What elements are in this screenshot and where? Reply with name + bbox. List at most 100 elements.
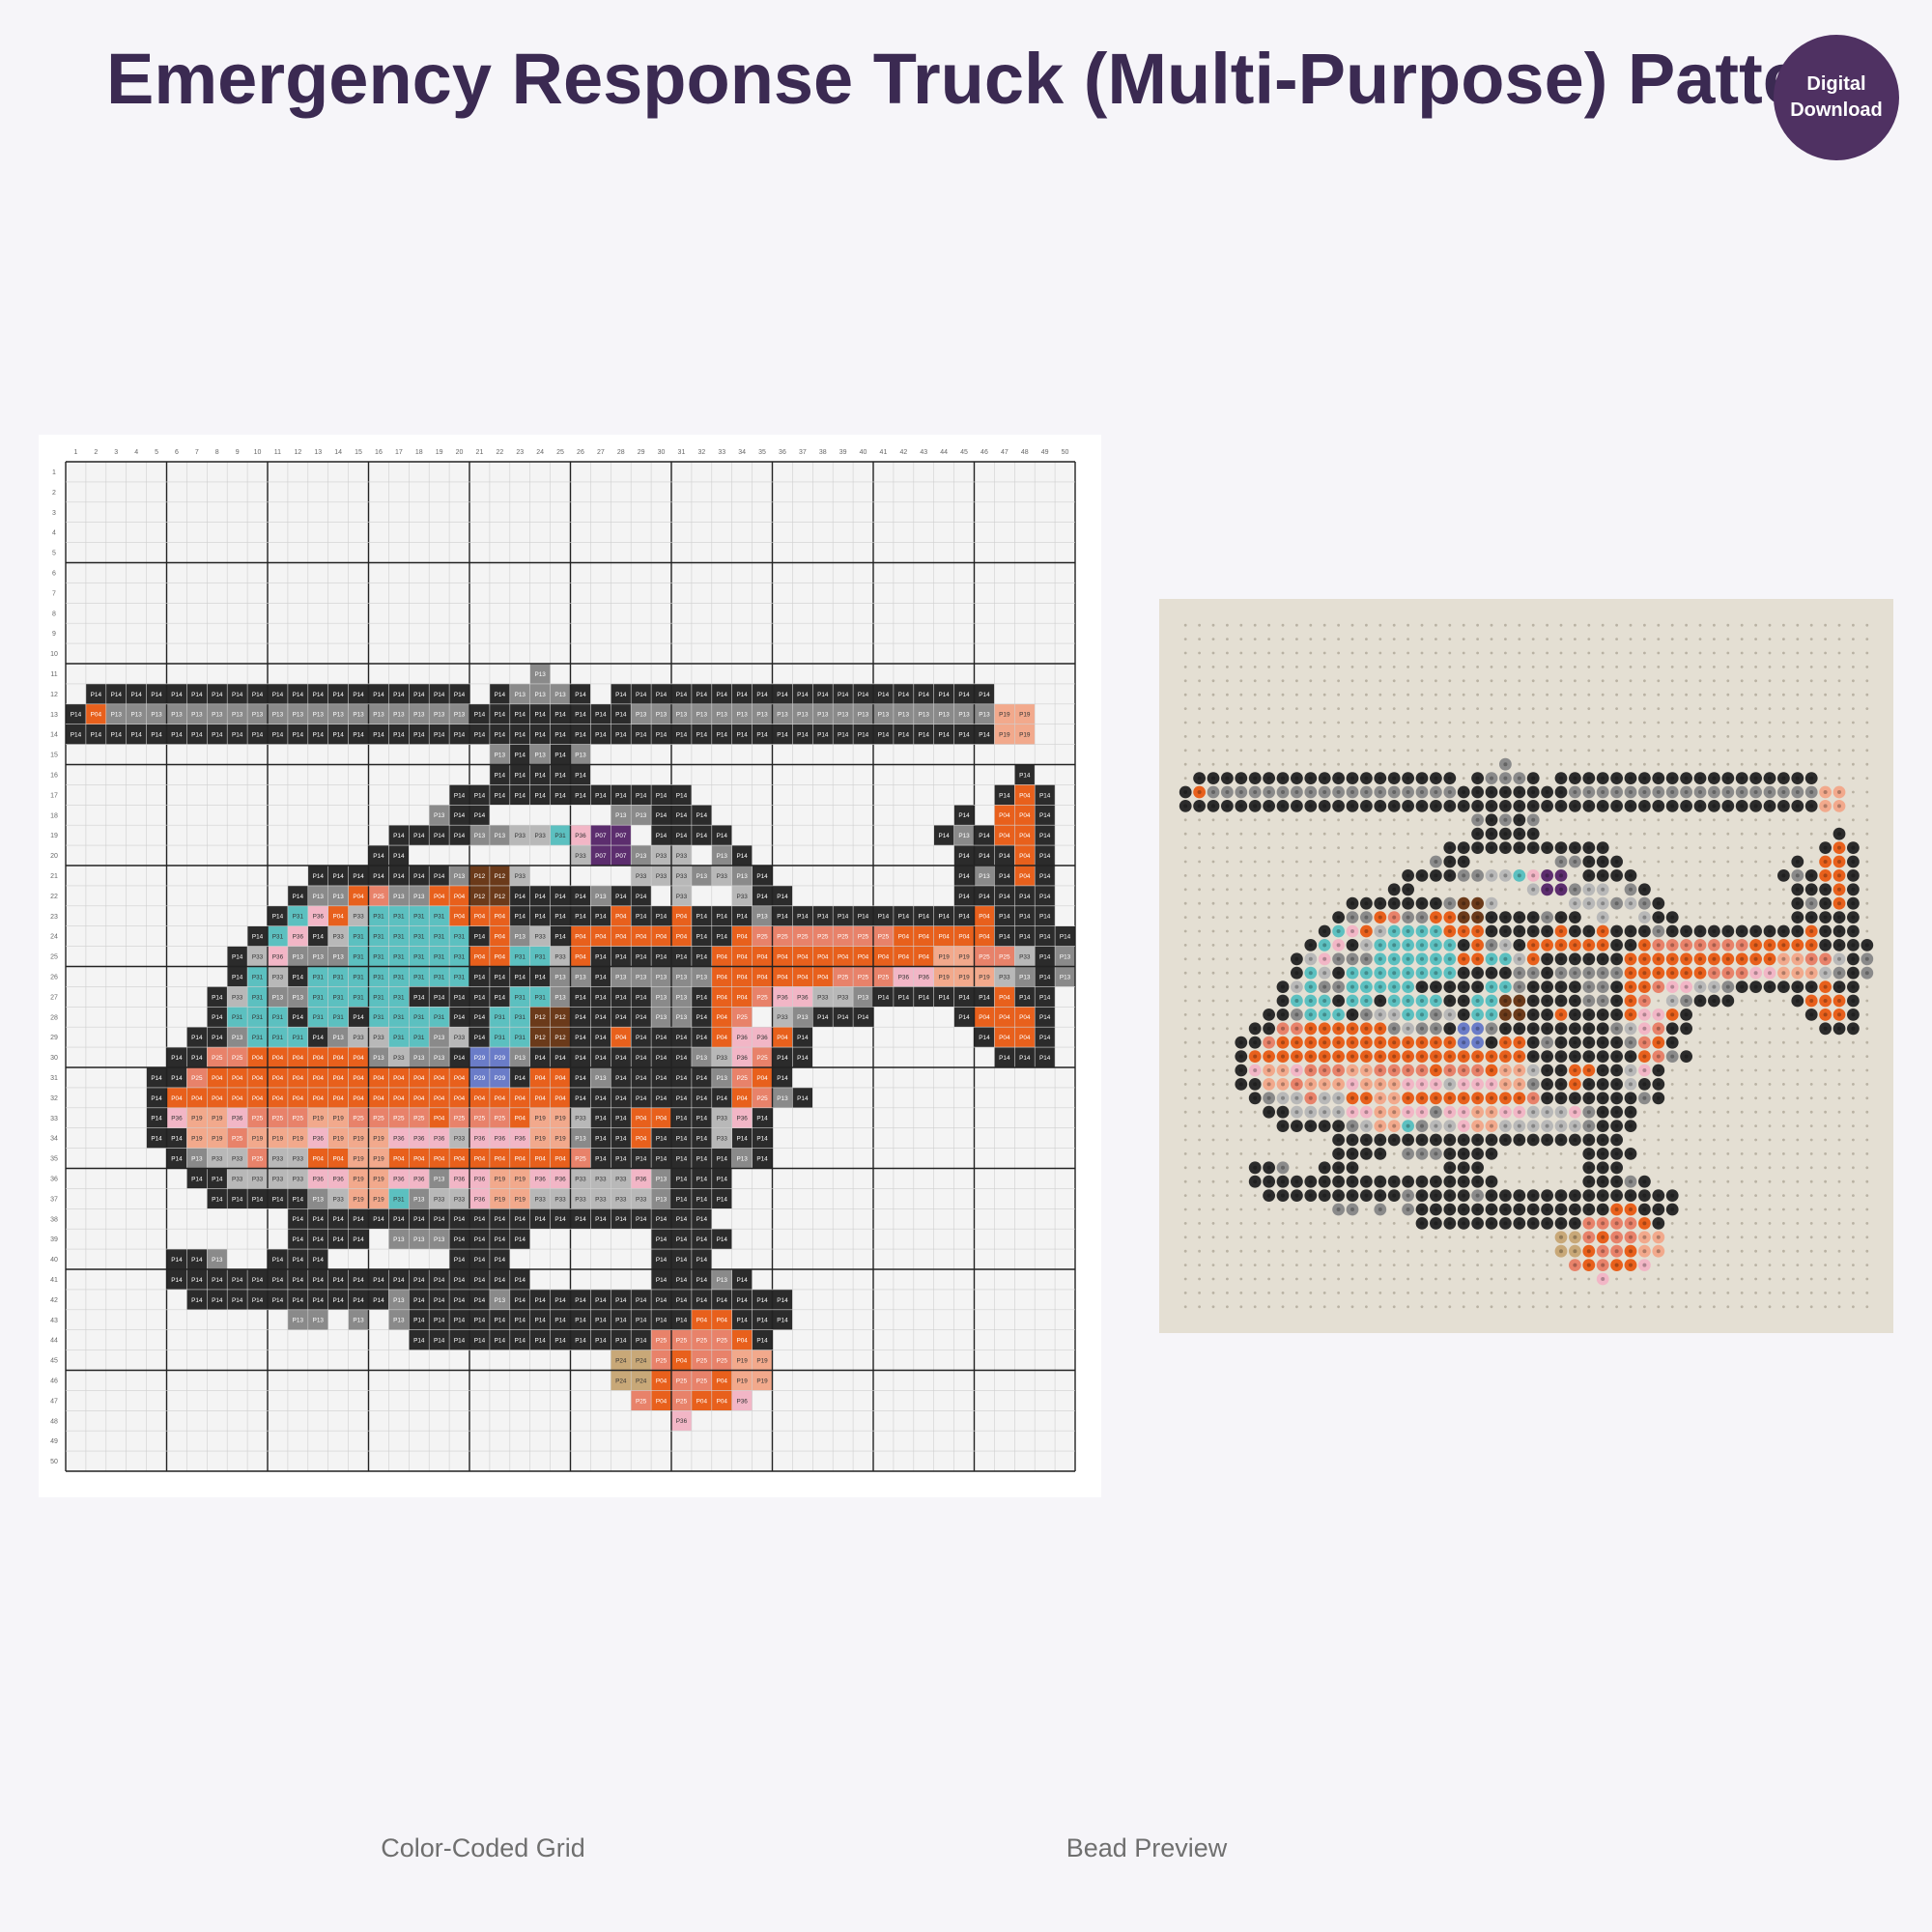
grid-cell	[611, 1208, 632, 1230]
pegboard-dot	[1211, 916, 1215, 919]
bead	[1471, 1036, 1484, 1049]
bead-hole	[1517, 1138, 1521, 1142]
bead	[1652, 924, 1665, 938]
grid-cell	[489, 1329, 510, 1350]
grid-cell	[388, 1269, 410, 1290]
bead	[1457, 1120, 1470, 1132]
bead-hole	[1490, 1110, 1493, 1115]
bead-hole	[1503, 776, 1508, 781]
bead	[1263, 1022, 1275, 1036]
grid-cell-code: P14	[979, 833, 990, 839]
bead-hole	[1614, 984, 1619, 989]
grid-cell	[873, 905, 894, 926]
pegboard-dot	[1476, 666, 1479, 668]
pegboard-dot	[1476, 860, 1479, 864]
pegboard-dot	[1685, 693, 1688, 696]
grid-cell-code: P25	[858, 974, 869, 980]
pegboard-dot	[1852, 666, 1855, 668]
grid-cell-code: P14	[717, 1155, 728, 1162]
grid-cell	[1014, 866, 1036, 886]
pegboard-dot	[1587, 623, 1591, 627]
grid-cell	[268, 1269, 288, 1290]
pegboard-dot	[1462, 832, 1465, 836]
pegboard-dot	[1713, 666, 1716, 668]
bead-hole	[1642, 776, 1647, 781]
bead-hole	[1336, 1151, 1341, 1156]
bead-hole	[1420, 999, 1424, 1003]
grid-cell	[529, 905, 551, 926]
bead-hole	[1531, 999, 1536, 1003]
bead-hole	[1253, 804, 1258, 809]
row-number: 25	[50, 954, 58, 961]
bead	[1665, 1022, 1679, 1036]
bead	[1554, 785, 1568, 799]
bead	[1360, 1148, 1373, 1160]
pegboard-dot	[1392, 693, 1396, 696]
grid-cell-code: P13	[656, 974, 668, 980]
bead	[1374, 1050, 1387, 1063]
bead	[1263, 1050, 1275, 1063]
bead-hole	[1378, 1026, 1382, 1031]
column-number: 49	[1041, 449, 1049, 456]
grid-cell	[873, 925, 894, 947]
grid-cell	[529, 925, 551, 947]
pegboard-dot	[1183, 1166, 1187, 1170]
pegboard-dot	[1239, 1179, 1243, 1183]
bead-hole	[1475, 817, 1480, 822]
bead	[1457, 1175, 1470, 1188]
grid-cell-code: P13	[474, 833, 486, 839]
grid-cell-code: P04	[413, 1155, 425, 1162]
bead	[1665, 994, 1679, 1008]
pegboard-dot	[1824, 651, 1827, 655]
bead	[1833, 841, 1846, 854]
grid-cell-code: P14	[656, 1216, 668, 1223]
pegboard-dot	[1629, 735, 1633, 738]
pegboard-dot	[1685, 1096, 1688, 1100]
bead-hole	[1308, 1054, 1313, 1059]
pegboard-dot	[1309, 693, 1313, 696]
pegboard-dot	[1796, 679, 1800, 683]
grid-cell-code: P19	[272, 1136, 284, 1143]
grid-cell	[913, 946, 934, 967]
bead	[1624, 772, 1637, 784]
bead	[1638, 800, 1651, 812]
bead	[1693, 966, 1707, 980]
grid-cell-code: P14	[636, 1035, 647, 1041]
bead-hole	[1378, 1068, 1382, 1072]
grid-cell	[611, 1188, 632, 1209]
grid-cell	[388, 1087, 410, 1108]
bead-hole	[1698, 804, 1702, 809]
grid-cell-code: P31	[413, 914, 425, 921]
grid-cell-code: P04	[212, 1075, 223, 1082]
grid-cell	[429, 986, 450, 1008]
row-number: 38	[50, 1216, 58, 1223]
bead-hole	[1629, 943, 1633, 948]
bead-hole	[1447, 776, 1452, 781]
grid-cell	[327, 925, 349, 947]
column-number: 11	[274, 449, 281, 456]
grid-cell	[711, 1107, 732, 1128]
pegboard-dot	[1713, 888, 1716, 892]
grid-cell	[590, 1027, 611, 1048]
pegboard-dot	[1211, 860, 1215, 864]
grid-cell-code: P36	[313, 1136, 325, 1143]
pegboard-dot	[1183, 666, 1187, 668]
row-number: 4	[52, 530, 56, 537]
grid-cell-code: P14	[1019, 1055, 1031, 1062]
bead	[1387, 1105, 1401, 1119]
grid-cell	[570, 946, 591, 967]
bead	[1346, 1092, 1359, 1105]
grid-cell	[449, 1269, 469, 1290]
bead	[1582, 1050, 1596, 1063]
pegboard-dot	[1378, 666, 1382, 668]
grid-cell	[1014, 986, 1036, 1008]
grid-cell-code: P14	[595, 1014, 607, 1021]
grid-cell-code: P14	[615, 1075, 627, 1082]
grid-cell	[1014, 966, 1036, 987]
bead	[1374, 896, 1387, 910]
grid-cell-code: P14	[838, 914, 849, 921]
grid-cell	[509, 724, 530, 745]
grid-cell-code: P04	[313, 1055, 325, 1062]
grid-cell-code: P14	[676, 1035, 688, 1041]
grid-cell	[449, 1329, 469, 1350]
